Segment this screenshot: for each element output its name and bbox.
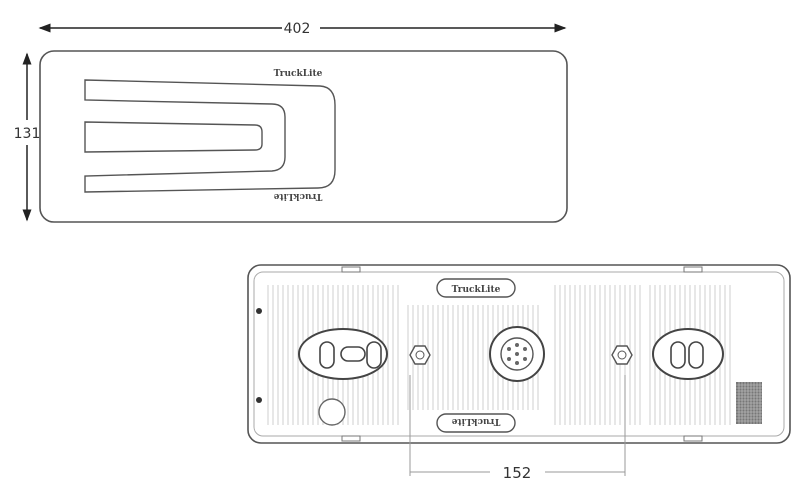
- left-connector: [298, 328, 388, 380]
- height-label: 131: [14, 126, 41, 142]
- left-nut: [409, 345, 431, 365]
- spacing-label: 152: [503, 464, 532, 482]
- logo: TruckLite: [452, 285, 501, 295]
- logo-inverted: TruckLite: [273, 191, 322, 201]
- front-view: 402 131 TruckLite TruckLite: [14, 18, 568, 223]
- rear-view: TruckLite TruckLite 152: [247, 264, 791, 482]
- center-connector: [489, 326, 545, 382]
- inner-reflector: [84, 121, 263, 153]
- lens-outline: [39, 50, 568, 223]
- u-reflector: [84, 79, 336, 193]
- right-connector: [652, 328, 724, 380]
- width-label: 402: [284, 21, 311, 37]
- right-nut: [611, 345, 633, 365]
- marking-grid: [736, 382, 762, 424]
- screw-icon: [256, 397, 262, 403]
- logo: TruckLite: [274, 69, 323, 79]
- vent-plug: [318, 398, 346, 426]
- logo-inverted: TruckLite: [451, 416, 500, 426]
- screw-icon: [256, 308, 262, 314]
